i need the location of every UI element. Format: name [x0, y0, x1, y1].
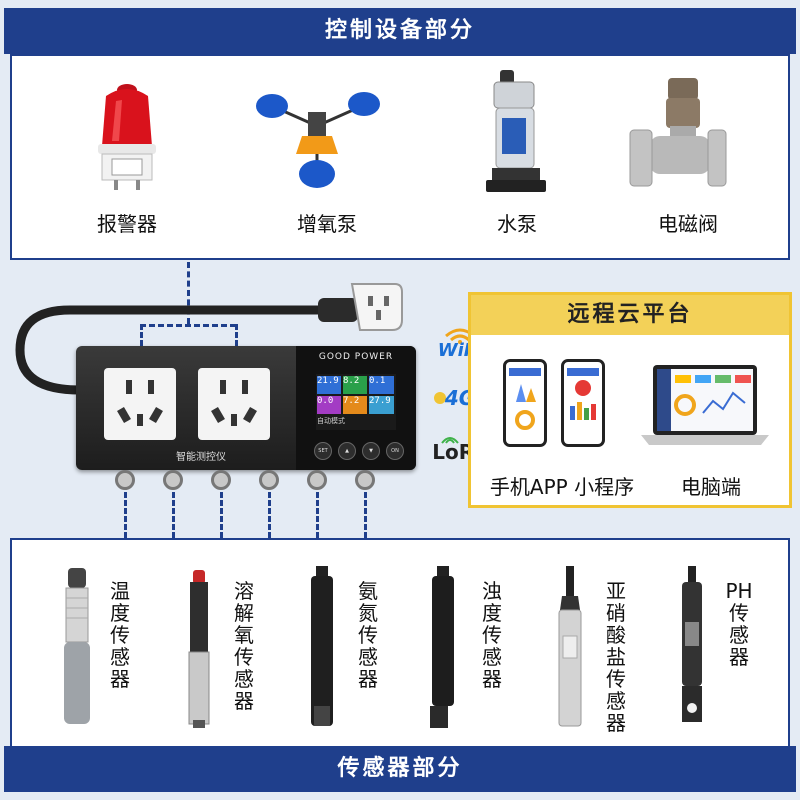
- sensor-label-dissolved-oxygen: 溶解氧传感器: [234, 579, 254, 713]
- screen-value: 21.9: [317, 376, 341, 394]
- laptop-icon: [641, 363, 769, 449]
- set-button[interactable]: SET: [314, 442, 332, 460]
- client-label-mobile: 手机APP 小程序: [489, 475, 635, 499]
- device-label-aerator: 增氧泵: [297, 212, 357, 236]
- sensor-connector: [115, 470, 135, 490]
- screen-value: 0.0: [317, 396, 341, 414]
- aerator-icon: [252, 76, 382, 196]
- brand-label: GOOD POWER: [318, 352, 394, 362]
- device-label-solenoid-valve: 电磁阀: [658, 212, 718, 236]
- screen-value: 27.9: [369, 396, 394, 414]
- controller-panel: GOOD POWER 21.9 8.2 0.1 0.0 7.2 27.9 自动模…: [296, 346, 416, 470]
- sensor-section-title: 传感器部分: [4, 746, 796, 792]
- control-link-line-horizontal: [140, 324, 236, 327]
- control-section-title: 控制设备部分: [4, 8, 796, 54]
- sensor-connector: [163, 470, 183, 490]
- temperature-sensor-icon: [60, 568, 94, 728]
- screen-value: 7.2: [343, 396, 367, 414]
- alarm-light-icon: [92, 76, 162, 196]
- sensor-label-turbidity: 浊度传感器: [482, 579, 502, 691]
- sensor-label-nitrite: 亚硝酸盐传感器: [606, 579, 626, 735]
- sensor-link-line: [220, 492, 223, 538]
- controller-name: 智能测控仪: [176, 452, 226, 463]
- sensor-link-line: [316, 492, 319, 538]
- control-devices-panel: 报警器 增氧泵 水泵: [10, 54, 790, 260]
- sensor-label-temperature: 温度传感器: [110, 579, 130, 691]
- nitrite-sensor-icon: [554, 566, 586, 730]
- power-socket: [104, 368, 176, 440]
- controller-screen: 21.9 8.2 0.1 0.0 7.2 27.9 自动模式: [316, 374, 396, 430]
- power-socket: [198, 368, 270, 440]
- device-label-water-pump: 水泵: [497, 212, 537, 236]
- solenoid-valve-icon: [628, 74, 728, 196]
- screen-caption: 自动模式: [317, 417, 345, 425]
- cloud-platform-title: 远程云平台: [471, 295, 789, 335]
- sensor-connector: [259, 470, 279, 490]
- sensor-connector: [307, 470, 327, 490]
- turbidity-sensor-icon: [428, 566, 458, 730]
- sensor-label-ammonia-nitrogen: 氨氮传感器: [358, 579, 378, 691]
- sensor-connector: [211, 470, 231, 490]
- client-label-pc: 电脑端: [681, 475, 741, 499]
- sensor-link-line: [268, 492, 271, 538]
- sensor-panel: 温度传感器 溶解氧传感器 氨氮传感器 浊度传感器: [10, 538, 790, 754]
- up-button[interactable]: ▲: [338, 442, 356, 460]
- dissolved-oxygen-sensor-icon: [184, 570, 214, 730]
- on-button[interactable]: ON: [386, 442, 404, 460]
- down-button[interactable]: ▼: [362, 442, 380, 460]
- sensor-connector: [355, 470, 375, 490]
- controller-device: 智能测控仪 GOOD POWER 21.9 8.2 0.1 0.0 7.2 27…: [76, 346, 416, 470]
- sensor-link-line: [364, 492, 367, 538]
- smartphone-icon: [561, 359, 605, 447]
- sensor-label-ph: PH传感器: [725, 579, 753, 669]
- sensor-link-line: [172, 492, 175, 538]
- sensor-link-line: [124, 492, 127, 538]
- water-pump-icon: [482, 68, 552, 196]
- device-label-alarm: 报警器: [97, 212, 157, 236]
- screen-value: 8.2: [343, 376, 367, 394]
- ph-sensor-icon: [676, 566, 708, 730]
- power-cable: [15, 283, 403, 395]
- control-link-line: [187, 262, 190, 324]
- ammonia-nitrogen-sensor-icon: [308, 566, 336, 730]
- smartphone-icon: [503, 359, 547, 447]
- cloud-platform-panel: 远程云平台: [468, 292, 792, 508]
- screen-value: 0.1: [369, 376, 394, 394]
